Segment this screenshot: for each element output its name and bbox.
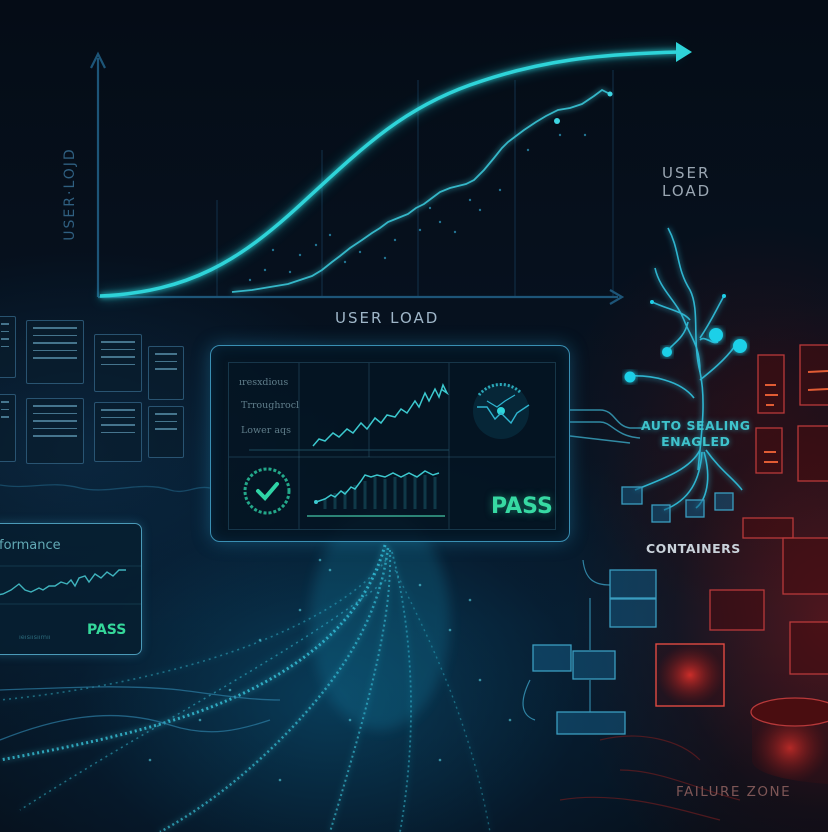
failure-indicator-lines xyxy=(764,370,828,463)
scatter-points xyxy=(248,133,587,282)
measured-line xyxy=(231,88,611,293)
metric-latency-label: Lower aqs xyxy=(241,425,291,436)
autoscale-tree xyxy=(629,227,743,511)
autoscale-status: AUTO SEALING ENAGLED xyxy=(641,418,751,450)
metric-throughput-label: Trroughrocl xyxy=(241,400,300,411)
dashboard-panel: ıresxdious Trroughrocl Lower aqs xyxy=(210,345,570,542)
performance-line-chart xyxy=(0,565,141,605)
monitor xyxy=(0,394,16,462)
chart-gridlines xyxy=(216,70,614,296)
monitor xyxy=(148,406,184,458)
monitor xyxy=(26,398,84,464)
user-load-line1: USER xyxy=(662,164,711,182)
autoscale-line2: ENAGLED xyxy=(661,434,731,449)
performance-title: formance xyxy=(0,538,61,553)
particle-dots xyxy=(148,558,512,782)
curve-arrowhead xyxy=(676,42,692,62)
user-load-label: USER LOAD xyxy=(662,164,711,200)
containers-label: CONTAINERS xyxy=(646,541,741,556)
performance-panel: formance ıeısıısıımıı PASS xyxy=(0,523,142,655)
monitor xyxy=(0,316,16,378)
panel-connectors xyxy=(569,409,643,444)
monitor xyxy=(94,334,142,392)
failure-circuit-lines xyxy=(559,735,741,821)
autoscale-nodes xyxy=(624,294,747,383)
capacity-curve xyxy=(99,48,681,300)
dashboard-grid: ıresxdious Trroughrocl Lower aqs xyxy=(228,362,556,530)
wave-lines xyxy=(0,484,281,741)
failing-database-cylinder xyxy=(750,697,828,784)
monitor xyxy=(94,402,142,462)
pass-status: PASS xyxy=(491,494,553,519)
metric-label: ıresxdious xyxy=(239,377,289,388)
containers-failing xyxy=(709,344,828,675)
dashboard-graphics xyxy=(229,363,555,529)
radar-gauge-icon xyxy=(473,382,530,439)
monitor xyxy=(26,320,84,384)
throughput-line-chart xyxy=(312,383,449,447)
x-axis-label: USER LOAD xyxy=(335,309,440,327)
autoscale-line1: AUTO SEALING xyxy=(641,418,751,433)
failing-container-hot xyxy=(655,643,725,707)
chart-axes xyxy=(90,51,625,305)
containers-healthy xyxy=(532,486,734,735)
response-bar-line-chart xyxy=(307,470,445,517)
performance-pass-status: PASS xyxy=(87,622,127,638)
user-load-line2: LOAD xyxy=(662,182,712,200)
check-circle-icon xyxy=(243,467,291,515)
failure-zone-label: FAILURE ZONE xyxy=(676,784,792,800)
monitor xyxy=(148,346,184,400)
performance-footnote: ıeısıısıımıı xyxy=(19,633,51,641)
container-links xyxy=(522,559,611,721)
y-axis-label: USER·LOJD xyxy=(62,147,78,241)
